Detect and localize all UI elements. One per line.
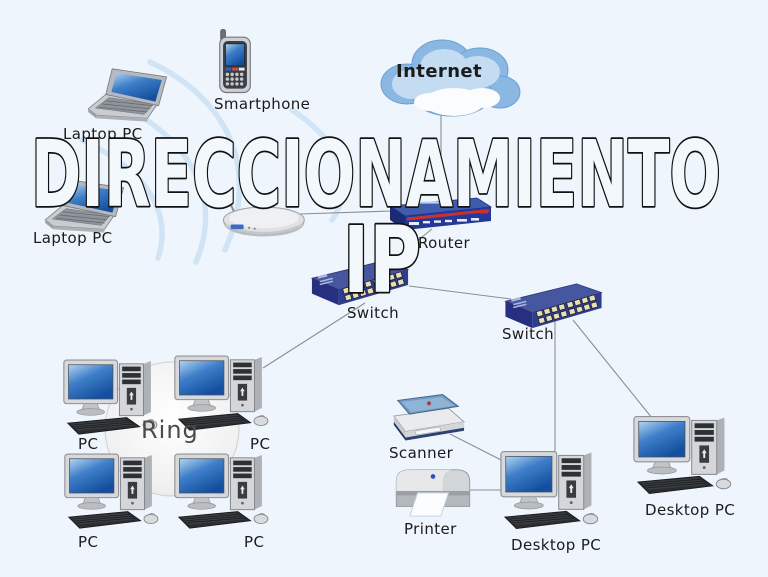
router-label: Router — [418, 234, 471, 252]
switch-left-label: Switch — [347, 304, 399, 322]
laptop-icon-bottom — [44, 179, 125, 234]
internet-cloud-icon — [380, 39, 521, 117]
desktop-right-label: Desktop PC — [645, 501, 736, 519]
smartphone-label: Smartphone — [214, 95, 311, 113]
pc-bottom-left-label: PC — [78, 533, 99, 551]
line-switch-desktop-right — [572, 319, 653, 419]
laptop-bottom-label: Laptop PC — [33, 229, 113, 247]
scanner-icon — [393, 394, 465, 441]
ring-label: Ring — [141, 416, 199, 444]
desktop-pc-icon-middle — [500, 450, 599, 530]
scanner-label: Scanner — [389, 444, 454, 462]
pc-top-right-label: PC — [250, 435, 271, 453]
switch-right-label: Switch — [502, 325, 554, 343]
switch-icon-right — [504, 283, 603, 329]
pc-bottom-right-label: PC — [244, 533, 265, 551]
switch-icon-left — [311, 260, 409, 306]
pc-top-left-label: PC — [78, 435, 99, 453]
router-icon — [389, 197, 492, 231]
printer-label: Printer — [404, 520, 457, 538]
internet-label: Internet — [396, 61, 483, 82]
laptop-top-label: Laptop PC — [63, 125, 143, 143]
laptop-icon-top — [87, 68, 168, 123]
pc-icon-bottom-right — [174, 453, 269, 529]
line-scanner-desktop — [449, 433, 508, 464]
desktop-pc-icon-right — [633, 415, 732, 495]
access-point-icon — [222, 197, 306, 238]
line-switch-ring — [262, 302, 366, 369]
line-switch-switch — [408, 285, 512, 300]
printer-icon — [395, 469, 471, 517]
pc-icon-bottom-left — [64, 453, 159, 529]
desktop-middle-label: Desktop PC — [511, 536, 602, 554]
smartphone-icon — [219, 28, 251, 94]
line-ap-router — [299, 210, 393, 215]
